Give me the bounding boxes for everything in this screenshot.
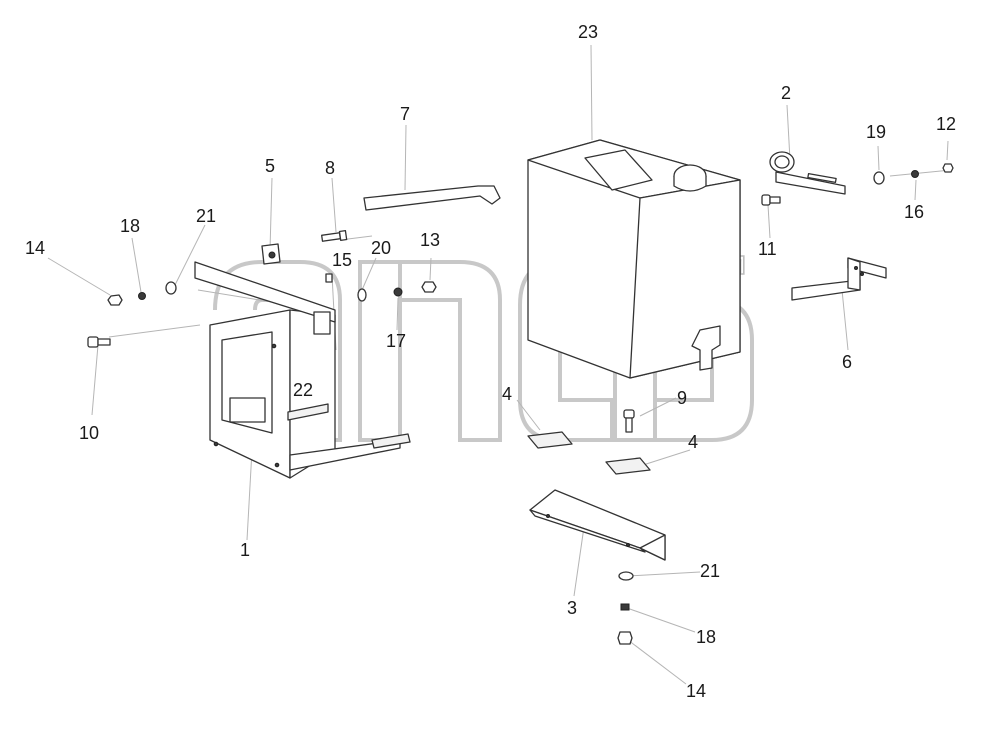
callout-18a: 18 [120, 216, 140, 236]
callout-4a: 4 [502, 384, 512, 404]
callout-15: 15 [332, 250, 352, 270]
left-fastener-set [107, 281, 177, 306]
callout-14b: 14 [686, 681, 706, 701]
part-3-support-channel [529, 489, 666, 561]
part-12-nut [942, 163, 954, 173]
callout-4b: 4 [688, 432, 698, 452]
callout-2: 2 [781, 83, 791, 103]
part-11-bolt [761, 194, 781, 206]
part-17-nut [393, 287, 403, 297]
part-5-clamp [261, 243, 281, 265]
callout-5: 5 [265, 156, 275, 176]
part-6-bracket [791, 257, 887, 301]
callout-14a: 14 [25, 238, 45, 258]
callout-19: 19 [866, 122, 886, 142]
part-2-holder [769, 151, 846, 195]
part-8-bolt [321, 229, 348, 242]
part-4-pad-left [527, 431, 573, 449]
callout-3: 3 [567, 598, 577, 618]
part-9-bolt [623, 409, 635, 433]
callout-23: 23 [578, 22, 598, 42]
part-21-washer-left [165, 281, 177, 295]
part-21-washer-bottom [618, 571, 634, 581]
part-1-mounting-frame [194, 261, 411, 479]
part-14-nut-bottom [617, 631, 633, 645]
callout-16: 16 [904, 202, 924, 222]
part-10-bolt [87, 336, 111, 348]
callout-17: 17 [386, 331, 406, 351]
callout-18b: 18 [696, 627, 716, 647]
part-18-lockwasher-bottom [620, 603, 630, 611]
callout-12: 12 [936, 114, 956, 134]
part-18-lockwasher-left [138, 292, 146, 300]
callout-8: 8 [325, 158, 335, 178]
part-13-nut [421, 281, 437, 293]
callout-1: 1 [240, 540, 250, 560]
bottom-fastener-set [617, 571, 634, 645]
callout-21a: 21 [196, 206, 216, 226]
part-19-washer [873, 171, 885, 185]
callout-labels: 1 2 3 4 4 5 6 7 8 9 10 11 12 13 14 14 15… [25, 22, 956, 701]
callout-7: 7 [400, 104, 410, 124]
part-4-pad-right [605, 457, 651, 475]
callout-10: 10 [79, 423, 99, 443]
part-16-lockwasher [911, 170, 919, 178]
part-15-screw [325, 273, 333, 283]
callout-13: 13 [420, 230, 440, 250]
callout-20: 20 [371, 238, 391, 258]
part-7-strap [363, 185, 501, 211]
callout-11: 11 [758, 239, 777, 259]
callout-6: 6 [842, 352, 852, 372]
right-fastener-set [873, 163, 954, 185]
callout-21b: 21 [700, 561, 720, 581]
part-14-nut-left [107, 294, 123, 306]
leader-lines [47, 44, 952, 685]
callout-22: 22 [293, 380, 313, 400]
part-20-washer [357, 288, 367, 302]
part-23-water-canister [527, 139, 741, 379]
callout-9: 9 [677, 388, 687, 408]
